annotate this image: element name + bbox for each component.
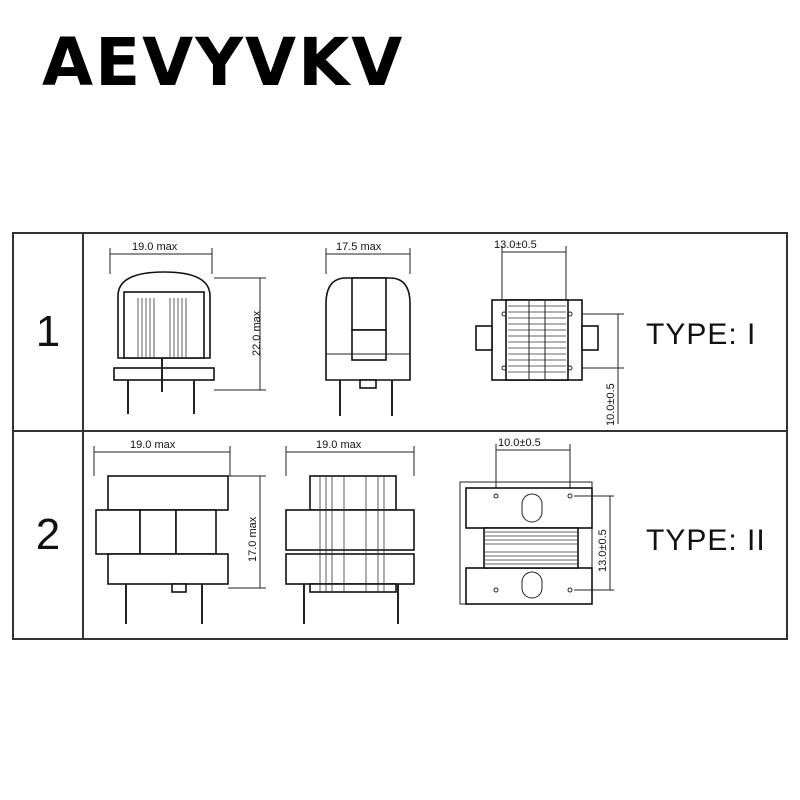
row-index: 2 xyxy=(35,510,61,559)
type-label: TYPE: I xyxy=(646,318,757,351)
dim-side-width: 17.5 max xyxy=(336,241,382,253)
type-label: TYPE: II xyxy=(646,524,766,557)
dim-top-pin-span: 13.0±0.5 xyxy=(597,529,609,572)
top-view-drawing: 10.0±0.5 13.0±0.5 xyxy=(459,437,614,605)
type-2-drawings: 19.0 max 17.0 max 19.0 max xyxy=(93,437,614,624)
type-1-drawings: 19.0 max 22.0 max xyxy=(109,239,624,426)
dim-top-pitch: 10.0±0.5 xyxy=(498,437,541,449)
dim-side-width: 19.0 max xyxy=(316,439,362,451)
dim-top-pin-span: 10.0±0.5 xyxy=(605,383,617,426)
table-row-type-1: 1 TYPE: I 19.0 max xyxy=(14,234,786,432)
index-cell: 2 xyxy=(14,432,84,638)
dim-front-width: 19.0 max xyxy=(132,241,178,253)
index-cell: 1 xyxy=(14,234,84,430)
brand-title: AEVYVKV xyxy=(42,24,405,101)
table-row-type-2: 2 TYPE: II 19.0 max 17.0 max xyxy=(14,432,786,638)
dim-front-height: 17.0 max xyxy=(247,516,259,562)
front-view-drawing: 19.0 max 17.0 max xyxy=(93,439,266,624)
side-view-drawing: 19.0 max xyxy=(285,439,415,624)
top-view-drawing: 13.0±0.5 xyxy=(475,239,624,426)
row-index: 1 xyxy=(35,307,61,356)
dimension-table: 1 TYPE: I 19.0 max xyxy=(12,232,788,640)
dim-front-width: 19.0 max xyxy=(130,439,176,451)
front-view-drawing: 19.0 max 22.0 max xyxy=(109,241,266,414)
dim-front-height: 22.0 max xyxy=(251,310,263,356)
dim-top-pitch: 13.0±0.5 xyxy=(494,239,537,251)
side-view-drawing: 17.5 max xyxy=(325,241,411,416)
